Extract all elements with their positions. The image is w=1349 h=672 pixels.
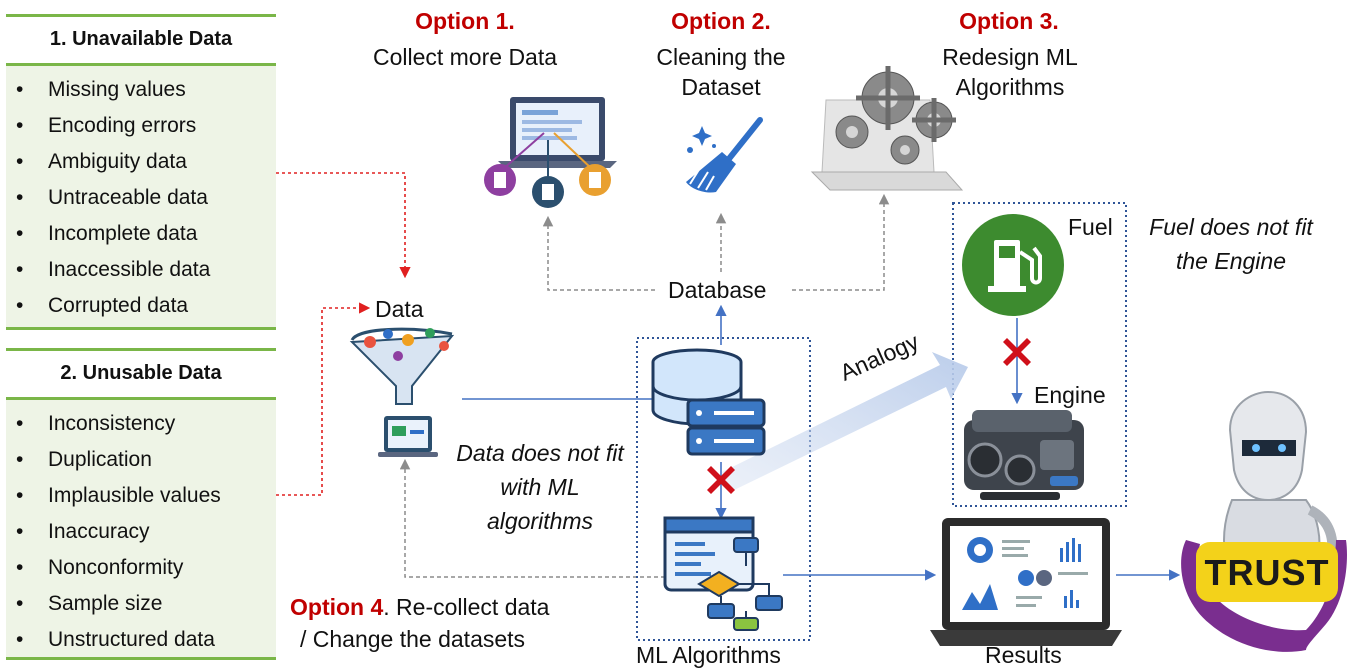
engine-label: Engine — [1034, 382, 1106, 408]
list-item: Untraceable data — [6, 180, 276, 216]
data-funnel-icon — [349, 327, 455, 457]
gray-dashed-to-option1 — [542, 215, 655, 291]
option4-line2: / Change the datasets — [300, 626, 526, 652]
list-item: Inaccessible data — [6, 252, 276, 288]
data-not-fit-note: Data does not fit with ML algorithms — [456, 440, 624, 534]
option2-desc: Cleaning the Dataset — [656, 44, 786, 100]
list-item: Duplication — [6, 442, 276, 478]
panel-bottom-rule — [6, 327, 276, 330]
unusable-data-panel: 2. Unusable Data Inconsistency Duplicati… — [6, 348, 276, 660]
gray-dashed-option4-loop — [399, 458, 665, 578]
collect-laptop-icon — [484, 97, 617, 208]
results-label: Results — [985, 642, 1062, 668]
results-laptop-icon — [930, 518, 1122, 646]
list-item: Inaccuracy — [6, 514, 276, 550]
list-item: Inconsistency — [6, 406, 276, 442]
unavailable-data-list: Missing values Encoding errors Ambiguity… — [6, 72, 276, 324]
red-dashed-connector-1 — [276, 172, 411, 279]
panel-bottom-rule — [6, 657, 276, 660]
list-item: Unstructured data — [6, 622, 276, 658]
list-item: Implausible values — [6, 478, 276, 514]
list-item: Ambiguity data — [6, 144, 276, 180]
option2-title: Option 2. — [671, 8, 771, 34]
cross-icon-ml — [707, 466, 735, 494]
unusable-data-title: 2. Unusable Data — [6, 348, 276, 400]
analogy-arrow — [722, 352, 968, 492]
option3-desc: Redesign ML Algorithms — [942, 44, 1078, 100]
robot-icon — [1223, 390, 1338, 562]
fuel-engine-dotted-frame — [952, 202, 1127, 507]
unusable-data-list: Inconsistency Duplication Implausible va… — [6, 406, 276, 658]
option4-rest: . Re-collect data — [383, 594, 550, 620]
unavailable-data-title: 1. Unavailable Data — [6, 14, 276, 66]
data-label: Data — [375, 296, 424, 322]
engine-icon — [964, 410, 1084, 500]
list-item: Encoding errors — [6, 108, 276, 144]
red-dashed-connector-2 — [276, 302, 371, 496]
algorithm-flowchart-icon — [663, 516, 783, 631]
unavailable-data-panel: 1. Unavailable Data Missing values Encod… — [6, 14, 276, 330]
list-item: Corrupted data — [6, 288, 276, 324]
option1-title: Option 1. — [415, 8, 515, 34]
database-server-icon — [651, 348, 766, 456]
fuel-label: Fuel — [1068, 214, 1113, 240]
ml-algorithms-label: ML Algorithms — [636, 642, 781, 668]
hands-icon — [1181, 540, 1347, 652]
option3-title: Option 3. — [959, 8, 1059, 34]
fuel-not-fit-note: Fuel does not fit the Engine — [1149, 214, 1313, 274]
list-item: Incomplete data — [6, 216, 276, 252]
trust-label: TRUST — [1204, 552, 1330, 593]
gears-laptop-icon — [810, 66, 964, 191]
option4-title: Option 4 — [290, 594, 384, 620]
list-item: Sample size — [6, 586, 276, 622]
option4-line1: Option 4. Re-collect data — [290, 594, 549, 621]
broom-icon — [686, 117, 763, 193]
fuel-pump-icon — [962, 214, 1064, 316]
database-label: Database — [664, 277, 771, 304]
ml-dotted-frame — [636, 337, 811, 641]
list-item: Nonconformity — [6, 550, 276, 586]
gray-dashed-to-option3 — [792, 193, 890, 291]
option1-desc: Collect more Data — [372, 44, 558, 70]
list-item: Missing values — [6, 72, 276, 108]
cross-icon-fuel — [1003, 338, 1031, 366]
